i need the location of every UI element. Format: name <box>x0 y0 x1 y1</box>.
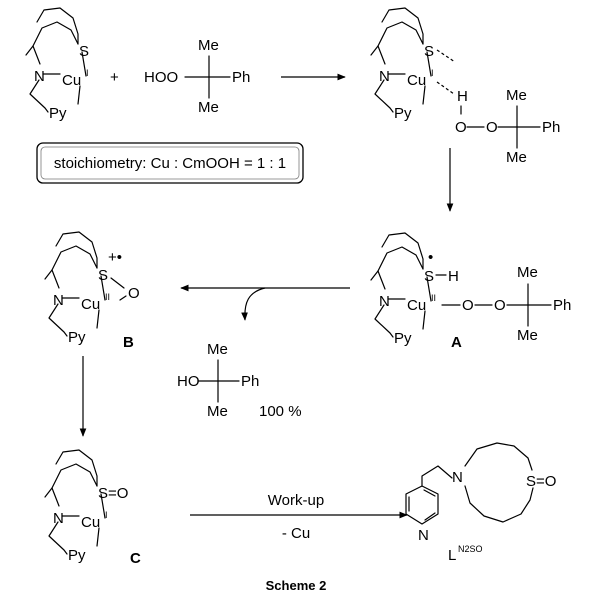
cumyl-alcohol-byproduct: HO Me Ph Me 100 % <box>177 341 302 420</box>
methyl-label: Me <box>517 327 538 344</box>
nitrogen-label: N <box>379 293 390 310</box>
compound-label-a: A <box>451 334 462 351</box>
copper-removal-label: - Cu <box>282 525 310 542</box>
copper-label: Cu <box>62 72 81 89</box>
methyl-label: Me <box>517 264 538 281</box>
nitrogen-label: N <box>53 292 64 309</box>
oxidation-state: I <box>105 510 108 520</box>
nitrogen-label: N <box>34 68 45 85</box>
ligand-label: L <box>448 547 456 564</box>
sulfur-label: S <box>424 43 434 60</box>
sulfoxide-label: S=O <box>98 485 128 502</box>
pyridyl-label: Py <box>394 330 412 347</box>
pyridyl-label: Py <box>49 105 67 122</box>
hydrogen-label: H <box>457 88 468 105</box>
stoichiometry-box: stoichiometry: Cu : CmOOH = 1 : 1 <box>36 142 304 184</box>
methyl-label: Me <box>506 87 527 104</box>
copper-label: Cu <box>81 514 100 531</box>
nitrogen-label: N <box>53 510 64 527</box>
phenyl-label: Ph <box>241 373 259 390</box>
sulfur-label: S <box>79 43 89 60</box>
complex-c-cu-i-sulfoxide: S=O N Cu I Py C <box>44 449 141 567</box>
oxidation-state: II <box>431 293 436 303</box>
byproduct-release-arrow <box>241 287 266 321</box>
methyl-label: Me <box>198 37 219 54</box>
phenyl-label: Ph <box>553 297 571 314</box>
stoichiometry-text: stoichiometry: Cu : CmOOH = 1 : 1 <box>54 155 286 172</box>
plus-sign: + <box>110 69 119 86</box>
oxidation-state: I <box>86 68 89 78</box>
sulfur-label: S <box>424 268 434 285</box>
oxygen-label: O <box>494 297 506 314</box>
oxygen-label: O <box>455 119 467 136</box>
copper-label: Cu <box>407 297 426 314</box>
pyridyl-label: Py <box>68 547 86 564</box>
compound-label-c: C <box>130 550 141 567</box>
cu-i-complex-start: S N Cu I Py <box>25 7 89 122</box>
phenyl-label: Ph <box>232 69 250 86</box>
oxygen-label: O <box>486 119 498 136</box>
hydrogen-label: H <box>448 268 459 285</box>
pyridyl-label: Py <box>68 329 86 346</box>
oxidation-state: II <box>105 292 110 302</box>
methyl-label: Me <box>207 403 228 420</box>
pyridine-nitrogen-label: N <box>418 527 429 544</box>
byproduct-yield: 100 % <box>259 403 302 420</box>
oxygen-label: O <box>462 297 474 314</box>
compound-label-b: B <box>123 334 134 351</box>
methyl-label: Me <box>198 99 219 116</box>
scheme-caption: Scheme 2 <box>266 578 327 593</box>
pyridyl-label: Py <box>394 105 412 122</box>
cu-i-hydroperoxide-adduct: S N Cu I Py H O O Me Ph Me <box>370 7 560 166</box>
radical-dot: • <box>428 249 433 266</box>
oxygen-label: O <box>128 285 140 302</box>
sulfoxide-label: S=O <box>526 473 556 490</box>
cation-radical-mark: +• <box>108 249 122 266</box>
cumene-hydroperoxide: HOO Me Ph Me <box>144 37 250 116</box>
workup-label: Work-up <box>268 492 324 509</box>
methyl-label: Me <box>506 149 527 166</box>
nitrogen-label: N <box>379 68 390 85</box>
ligand-label-superscript: N2SO <box>458 544 483 554</box>
free-ligand-product: N S=O N L N2SO <box>405 442 556 564</box>
oxidation-state: I <box>431 68 434 78</box>
hydroperoxy-label: HOO <box>144 69 178 86</box>
copper-label: Cu <box>407 72 426 89</box>
complex-a-cu-ii-peroxide: S • H N Cu II Py O O Me Ph Me A <box>370 232 571 351</box>
phenyl-label: Ph <box>542 119 560 136</box>
complex-b-cu-ii-oxo: S +• O N Cu II Py B <box>44 231 140 351</box>
sulfur-label: S <box>98 267 108 284</box>
methyl-label: Me <box>207 341 228 358</box>
copper-label: Cu <box>81 296 100 313</box>
hydroxy-label: HO <box>177 373 200 390</box>
ring-nitrogen-label: N <box>452 469 463 486</box>
